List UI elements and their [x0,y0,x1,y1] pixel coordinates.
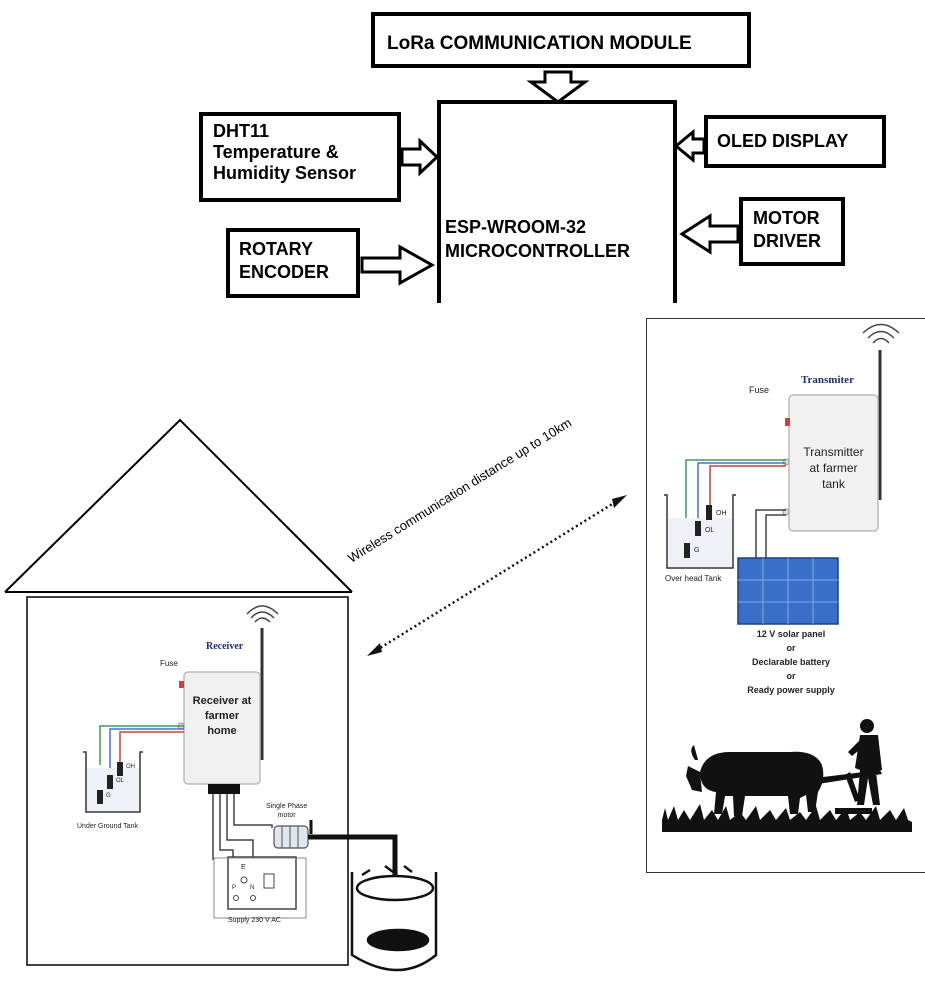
solar-panel-icon [737,557,839,625]
supply-p-label: P [232,885,237,891]
transmitter-box-label: Transmitter at farmer tank [791,444,876,492]
power-option-battery: Declarable battery [751,657,831,667]
transmitter-box-label-line3: tank [822,477,845,491]
farmer-ox-silhouette-icon [662,719,912,832]
motor-driver-label-line2: DRIVER [753,231,822,251]
house-roof [4,418,353,593]
lora-arrow [526,70,590,104]
overhead-tank [664,494,736,569]
wireless-arrow-right-icon [612,495,627,508]
receiver-box-label-line3: home [207,725,237,737]
receiver-title: Receiver [206,641,244,652]
motor-label-line1: Single Phase [266,803,308,810]
transmitter-fuse-icon [785,418,790,426]
transmitter-box-label-line2: at farmer [809,461,858,475]
receiver-fuse-label: Fuse [160,659,178,668]
supply-n-label: N [250,885,255,891]
motor-driver-block: MOTOR DRIVER [739,197,845,266]
oled-label: OLED DISPLAY [717,131,849,151]
supply-box [227,856,297,910]
dht11-arrow [400,137,440,177]
well-icon [350,865,438,972]
motor-driver-arrow [679,213,740,255]
supply-label: Supply 230 V AC [228,917,281,924]
dht11-block: DHT11 Temperature & Humidity Sensor [199,112,401,202]
rotary-label-line1: ROTARY [239,239,313,259]
dht11-label-line2: Temperature & [213,142,339,162]
receiver-ol-label: OL [116,778,125,784]
motor-label: Single Phase motor [266,802,307,820]
mcu-label-line2: MICROCONTROLLER [445,241,630,261]
transmitter-ol-label: OL [705,527,715,534]
transmitter-fuse-label: Fuse [749,385,770,395]
receiver-box-label-line2: farmer [204,710,240,722]
receiver-antenna-waves-icon [246,605,279,623]
underground-tank [83,751,143,813]
transmitter-oh-label: OH [716,510,727,517]
receiver-terminal-block [208,784,240,794]
mcu-label: ESP-WROOM-32 MICROCONTROLLER [445,215,630,263]
receiver-box-label: Receiver at farmer home [186,694,258,739]
overhead-tank-label: Over head Tank [665,574,722,583]
rotary-arrow [360,244,436,286]
wireless-arrow-left-icon [367,643,382,656]
power-option-solar: 12 V solar panel [756,629,826,639]
receiver-fuse-icon [179,681,184,688]
transmitter-panel [646,318,925,873]
receiver-g-label: G [106,793,111,799]
rotary-label-line2: ENCODER [239,262,330,282]
lora-module-block: LoRa COMMUNICATION MODULE [371,12,751,68]
motor-label-line2: motor [277,812,296,819]
power-options-label: 12 V solar panel or Declarable battery o… [735,627,847,697]
dht11-label-line1: DHT11 [213,121,270,141]
supply-e-label: E [241,864,246,871]
motor-driver-label-line1: MOTOR [753,208,820,228]
wireless-dotted-line [371,496,623,655]
lora-module-label: LoRa COMMUNICATION MODULE [387,33,692,54]
dht11-label-line3: Humidity Sensor [213,163,357,183]
underground-tank-label: Under Ground Tank [77,823,138,830]
power-option-supply: Ready power supply [747,685,835,695]
rotary-encoder-block: ROTARY ENCODER [226,228,360,298]
transmitter-g-label: G [694,547,700,554]
power-option-or-1: or [786,643,796,653]
mcu-label-line1: ESP-WROOM-32 [445,217,587,237]
receiver-oh-label: OH [126,764,135,770]
transmitter-antenna-waves-icon [862,323,900,344]
transmitter-box-label-line1: Transmitter [803,445,864,459]
mcu-block [437,100,677,303]
oled-display-block: OLED DISPLAY [704,115,886,168]
transmitter-title: Transmiter [801,374,854,386]
receiver-box-label-line1: Receiver at [192,695,252,707]
power-option-or-2: or [786,671,796,681]
oled-arrow [673,128,706,164]
